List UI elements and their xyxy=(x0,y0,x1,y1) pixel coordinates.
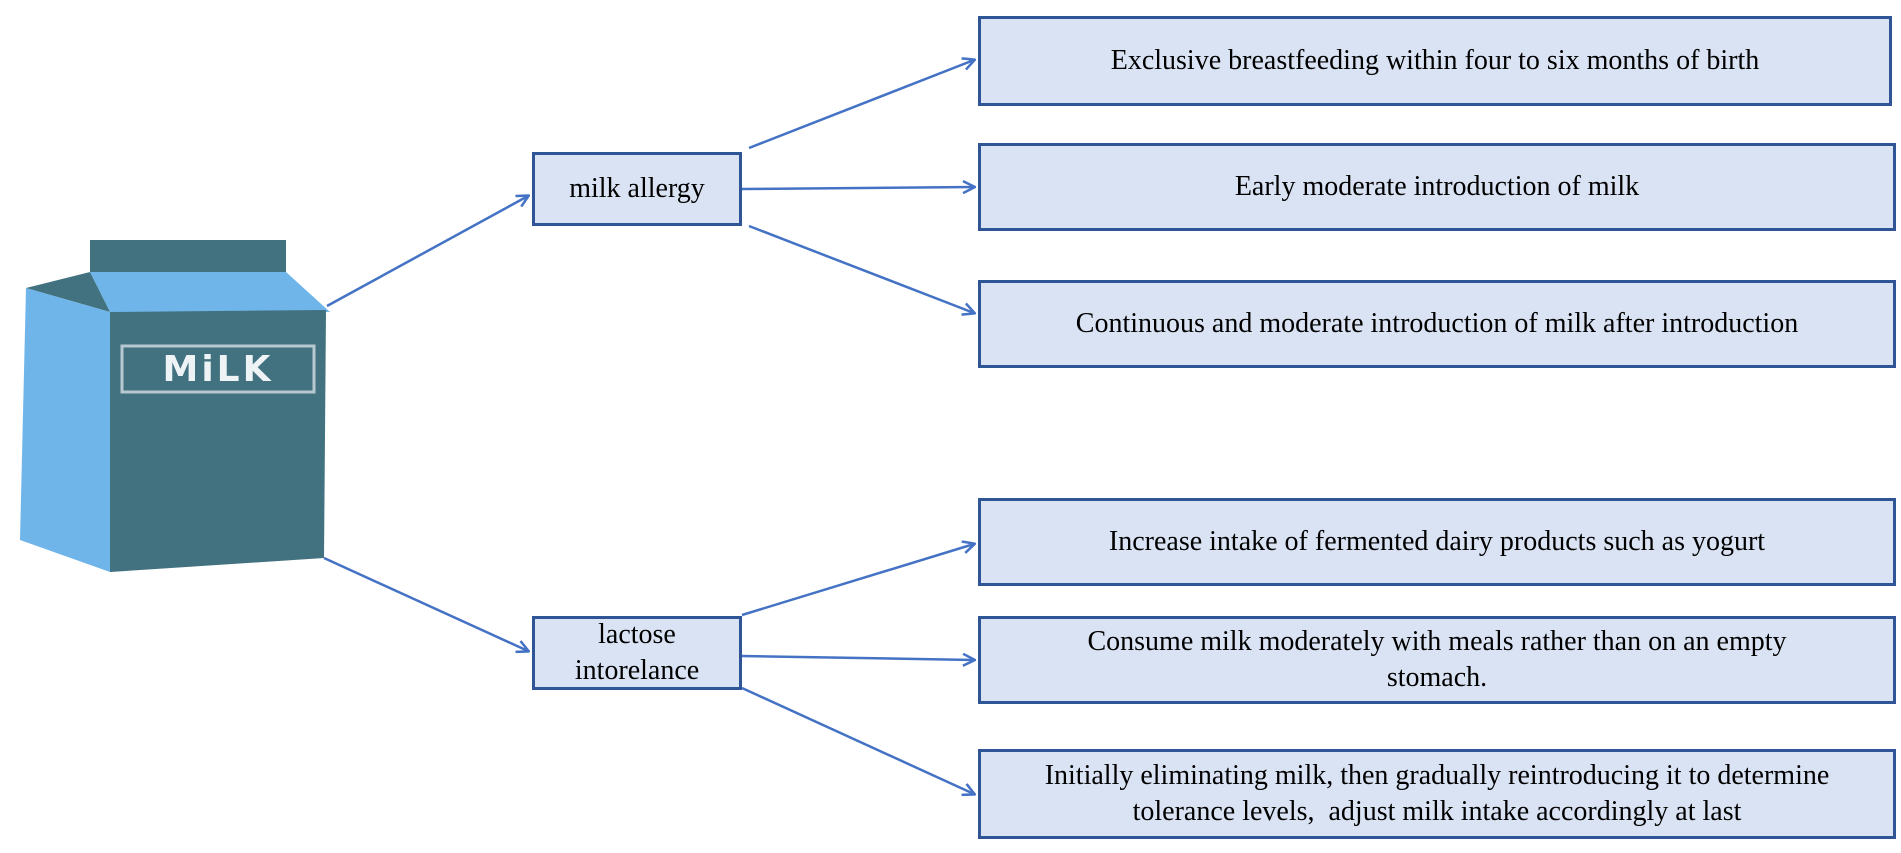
lactose-measure-box-3: Initially eliminating milk, then gradual… xyxy=(978,749,1896,839)
arrow-carton-to-milk-allergy xyxy=(326,196,528,308)
carton-top-side xyxy=(26,272,110,312)
lactose-measure-text-1: Increase intake of fermented dairy produ… xyxy=(1108,525,1766,557)
carton-label-text: MiLK xyxy=(163,349,274,390)
lactose-measure-box-2: Consume milk moderately with meals rathe… xyxy=(978,616,1896,704)
arrow-lactose-to-measure-3 xyxy=(741,686,974,794)
lactose-intolerance-box: lactose intorelance xyxy=(532,616,742,690)
lactose-measure-text-3: Initially eliminating milk, then gradual… xyxy=(1044,759,1837,827)
allergy-measure-text-1: Exclusive breastfeeding within four to s… xyxy=(1110,44,1760,76)
arrow-allergy-to-measure-1 xyxy=(748,60,974,150)
allergy-measure-text-3: Continuous and moderate introduction of … xyxy=(1075,307,1799,339)
carton-top-cap xyxy=(90,240,286,272)
arrow-allergy-to-measure-3 xyxy=(748,224,974,313)
arrow-allergy-to-measure-2 xyxy=(741,187,974,189)
carton-front-face xyxy=(110,310,326,572)
carton-side-face xyxy=(20,288,110,572)
lactose-measure-text-2: Consume milk moderately with meals rathe… xyxy=(1087,625,1787,693)
allergy-measure-box-2: Early moderate introduction of milk xyxy=(978,143,1896,231)
arrow-lactose-to-measure-2 xyxy=(741,656,974,660)
arrow-lactose-to-measure-1 xyxy=(741,544,974,617)
lactose-intolerance-label: lactose intorelance xyxy=(574,618,700,686)
lactose-measure-box-1: Increase intake of fermented dairy produ… xyxy=(978,498,1896,586)
allergy-measure-box-3: Continuous and moderate introduction of … xyxy=(978,280,1896,368)
allergy-measure-box-1: Exclusive breastfeeding within four to s… xyxy=(978,16,1892,106)
allergy-measure-text-2: Early moderate introduction of milk xyxy=(1234,170,1640,202)
milk-allergy-label: milk allergy xyxy=(569,172,705,204)
milk-carton-icon: MiLK xyxy=(20,240,330,572)
arrow-carton-to-lactose-intolerance xyxy=(323,556,528,651)
milk-allergy-box: milk allergy xyxy=(532,152,742,226)
carton-top-front xyxy=(90,272,330,312)
carton-label-frame xyxy=(120,344,316,394)
